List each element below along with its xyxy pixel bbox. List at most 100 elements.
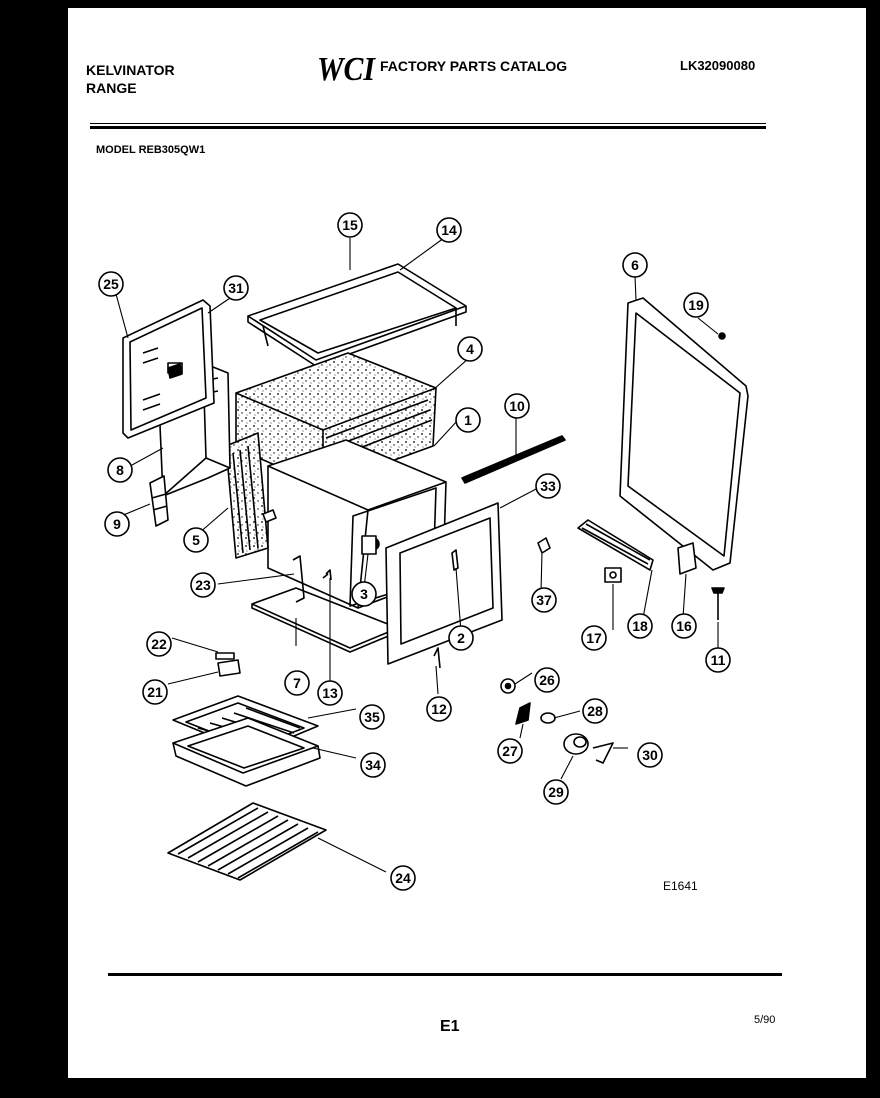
catalog-code: LK32090080: [680, 58, 756, 73]
callout-29-label: 29: [548, 784, 564, 800]
callout-1-circle: [455, 407, 481, 433]
callout-11-label: 11: [711, 652, 726, 668]
callout-4-circle: [457, 336, 483, 362]
callout-33-circle: [535, 473, 561, 499]
callout-5-circle: [183, 527, 209, 553]
callout-17-label: 17: [586, 630, 602, 646]
retainer-part: [325, 569, 332, 581]
figure-code: E1641: [663, 879, 698, 893]
door-frame-part: [385, 502, 503, 665]
callout-15-circle: [337, 212, 363, 238]
revision-date: 5/90: [754, 1014, 776, 1026]
callout-13-label: 13: [322, 685, 338, 701]
broiler-pan-part: [172, 717, 321, 787]
callout-24-label: 24: [395, 870, 411, 886]
callout-7-circle: [284, 670, 310, 696]
callout-5-label: 5: [192, 532, 200, 548]
callout-25-circle: [98, 271, 124, 297]
callout-6-circle: [622, 252, 648, 278]
callout-10-label: 10: [509, 398, 525, 414]
svg-text:WCI: WCI: [317, 52, 377, 84]
callout-3-label: 3: [360, 586, 368, 602]
callout-18-label: 18: [632, 618, 648, 634]
callout-3-circle: [351, 581, 377, 607]
callout-35-label: 35: [364, 709, 380, 725]
callout-12-label: 12: [431, 701, 447, 717]
trim-rod-part: [461, 435, 566, 484]
clip-part: [537, 537, 551, 554]
callout-10-circle: [504, 393, 530, 419]
callout-23-label: 23: [195, 577, 211, 593]
callout-35-circle: [359, 704, 385, 730]
light-socket-part: [361, 535, 377, 555]
wci-logo: WCI: [316, 51, 378, 88]
callout-27-label: 27: [502, 743, 518, 759]
callout-8-label: 8: [116, 462, 124, 478]
catalog-page: KELVINATOR RANGE WCI FACTORY PARTS CATAL…: [68, 8, 866, 1078]
callout-22-circle: [146, 631, 172, 657]
header-rule-thick: [90, 126, 766, 129]
callout-24-circle: [390, 865, 416, 891]
switch-part: [604, 567, 622, 583]
callout-9-label: 9: [113, 516, 121, 532]
panel-screw-part: [167, 363, 183, 379]
header-rule-thin: [90, 123, 766, 124]
callout-33-label: 33: [540, 478, 556, 494]
callout-21-label: 21: [147, 684, 163, 700]
callout-19-label: 19: [688, 297, 704, 313]
product-type: RANGE: [86, 80, 137, 96]
callout-1-label: 1: [464, 412, 472, 428]
vent-part: [577, 519, 654, 571]
brand-name: KELVINATOR: [86, 62, 175, 78]
callout-4-label: 4: [466, 341, 474, 357]
callout-31-circle: [223, 275, 249, 301]
sensor-part: [451, 549, 459, 571]
callout-2-label: 2: [457, 630, 465, 646]
latch-part: [215, 652, 241, 677]
callout-29-circle: [543, 779, 569, 805]
callout-19-circle: [683, 292, 709, 318]
door-clip-part: [433, 647, 441, 669]
bracket-part: [149, 475, 169, 527]
callout-16-label: 16: [676, 618, 692, 634]
callout-34-circle: [360, 752, 386, 778]
callout-31-label: 31: [228, 280, 244, 296]
side-bracket-part: [677, 542, 697, 575]
spring-clip-part: [592, 742, 614, 764]
callout-15-label: 15: [342, 217, 358, 233]
callout-16-circle: [671, 613, 697, 639]
callout-8-circle: [107, 457, 133, 483]
exploded-parts-diagram: 1234567891011121314151617181921222324252…: [98, 212, 749, 893]
page-code: E1: [440, 1018, 460, 1035]
cap-part: [540, 712, 556, 724]
callout-22-label: 22: [151, 636, 167, 652]
callout-30-circle: [637, 742, 663, 768]
side-panel-part: [619, 297, 749, 571]
model-number: MODEL REB305QW1: [96, 144, 206, 156]
callout-12-circle: [426, 696, 452, 722]
callout-37-label: 37: [536, 592, 552, 608]
callout-18-circle: [627, 613, 653, 639]
callout-26-label: 26: [539, 672, 555, 688]
nut-part: [500, 678, 516, 694]
callout-28-label: 28: [587, 703, 603, 719]
callout-9-circle: [104, 511, 130, 537]
knob-insert-part: [515, 702, 531, 725]
small-screw-part: [718, 332, 726, 340]
callout-34-label: 34: [365, 757, 381, 773]
oven-rack-part: [167, 802, 327, 881]
callout-17-circle: [581, 625, 607, 651]
screw-part: [711, 587, 725, 620]
callout-37-circle: [531, 587, 557, 613]
cooktop-frame-part: [247, 263, 467, 367]
callout-14-circle: [436, 217, 462, 243]
callout-6-label: 6: [631, 257, 639, 273]
hinge-part: [292, 555, 329, 603]
footer-rule: [108, 973, 782, 976]
callout-26-circle: [534, 667, 560, 693]
callout-21-circle: [142, 679, 168, 705]
callout-11-circle: [705, 647, 731, 673]
callout-28-circle: [582, 698, 608, 724]
callout-7-label: 7: [293, 675, 301, 691]
callout-13-circle: [317, 680, 343, 706]
